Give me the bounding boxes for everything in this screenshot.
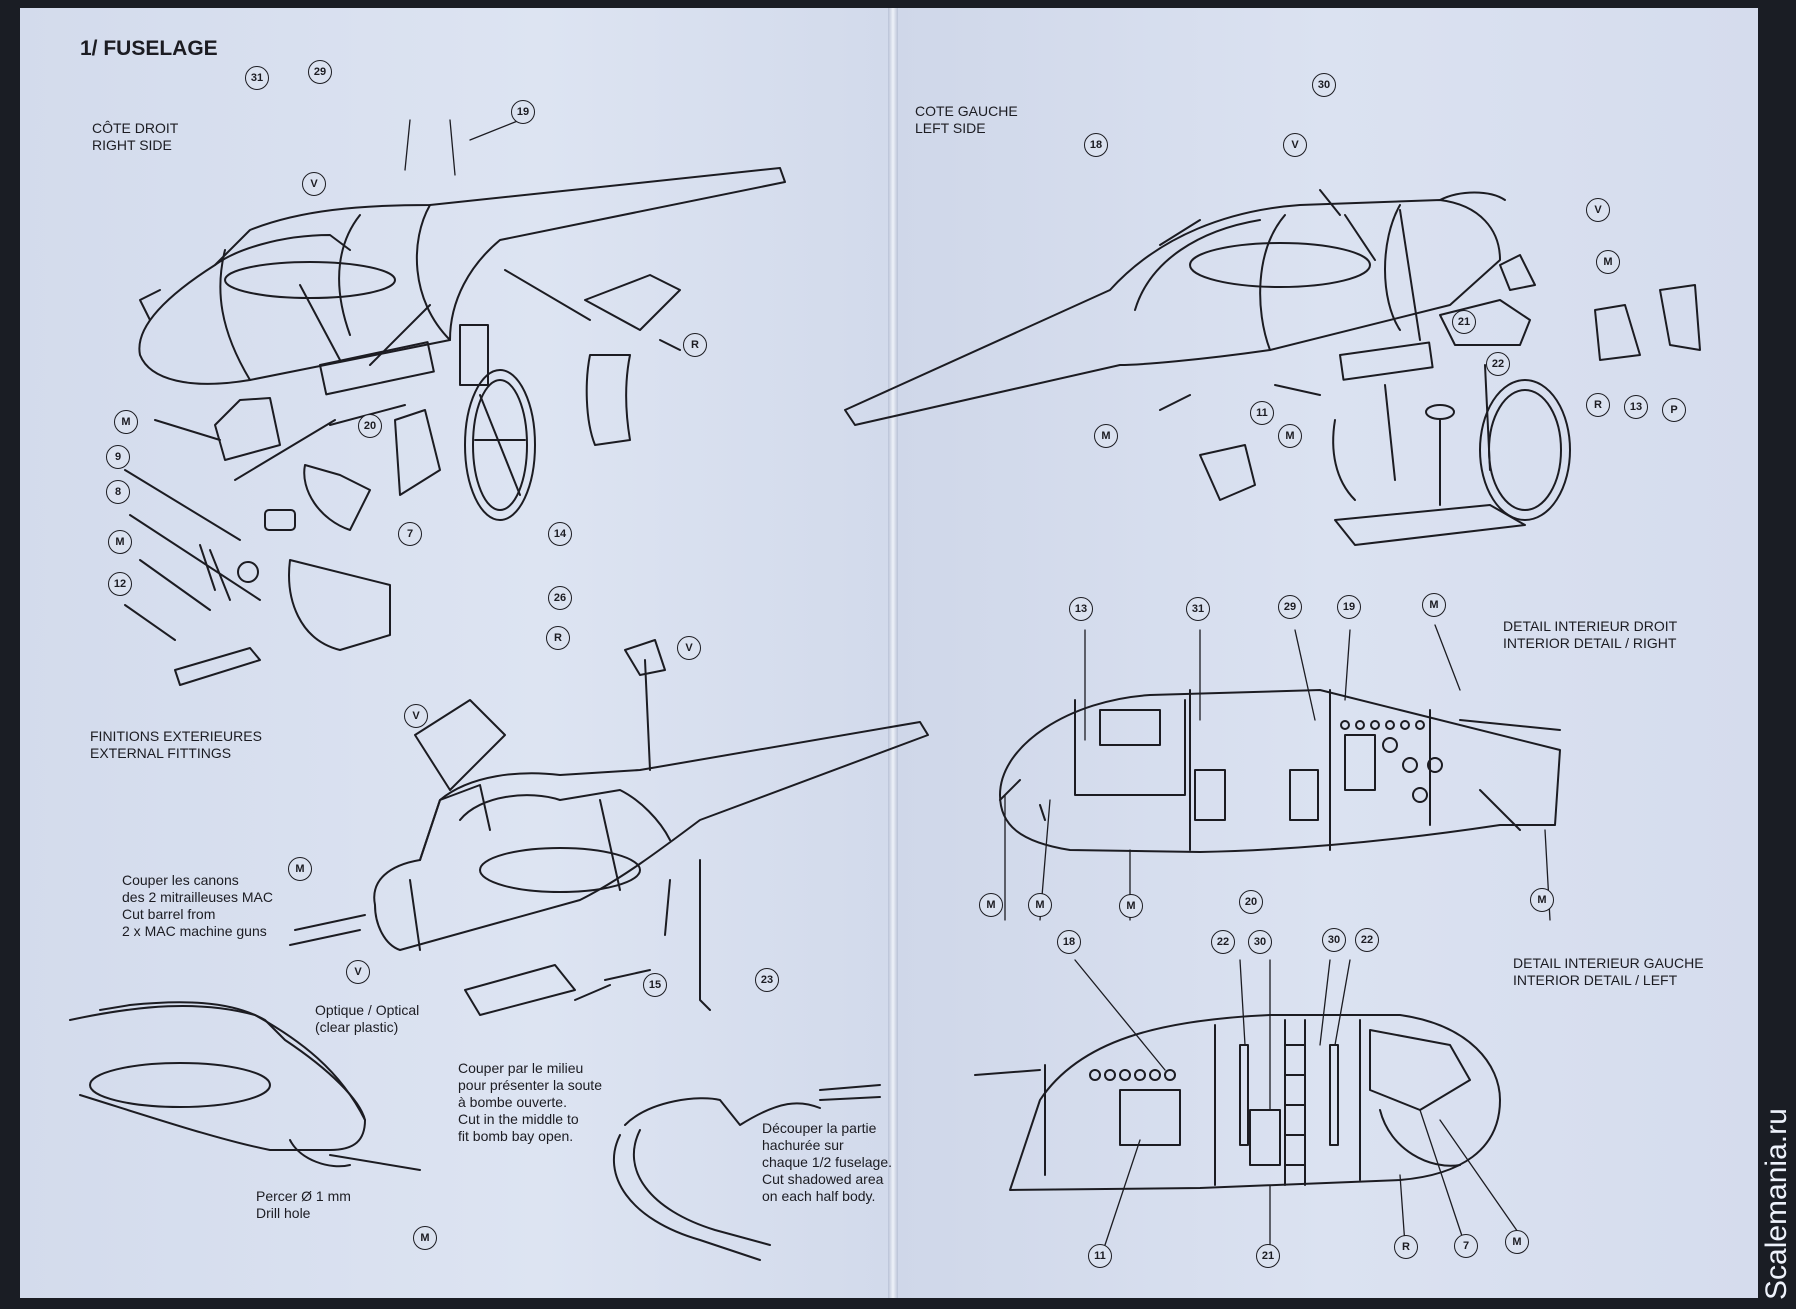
left-page (20, 8, 890, 1298)
part-callout: V (302, 172, 326, 196)
part-callout: 8 (106, 480, 130, 504)
part-callout: 14 (548, 522, 572, 546)
part-callout: 31 (1186, 597, 1210, 621)
part-callout: 21 (1452, 310, 1476, 334)
part-callout: 21 (1256, 1244, 1280, 1268)
cut-middle-note: Couper par le milieu pour présenter la s… (458, 1060, 602, 1144)
part-callout: 7 (1454, 1234, 1478, 1258)
part-callout: 30 (1322, 928, 1346, 952)
portholes (1089, 1069, 1176, 1081)
interior-right-drawing (999, 689, 1561, 853)
part-callout: R (683, 333, 707, 357)
part-callout: 13 (1624, 395, 1648, 419)
part-callout: R (1394, 1235, 1418, 1259)
interior-left-drawing (974, 1014, 1501, 1191)
part-callout: 20 (1239, 890, 1263, 914)
optical-note: Optique / Optical (clear plastic) (315, 1002, 420, 1035)
part-callout: 29 (1278, 595, 1302, 619)
leader-lines (404, 119, 1551, 1246)
cut-shadow-note: Découper la partie hachurée sur chaque 1… (762, 1120, 892, 1204)
left-side-label: COTE GAUCHE LEFT SIDE (915, 103, 1018, 136)
part-callout: 22 (1486, 352, 1510, 376)
part-callout: R (546, 626, 570, 650)
part-callout: 13 (1069, 597, 1093, 621)
part-callout: 9 (106, 445, 130, 469)
part-callout: R (1586, 393, 1610, 417)
part-callout: P (1662, 398, 1686, 422)
part-callout: 7 (398, 522, 422, 546)
part-callout: M (979, 893, 1003, 917)
part-callout: V (677, 636, 701, 660)
part-callout: V (346, 960, 370, 984)
fuselage-left-side-drawing (844, 189, 1701, 546)
part-callout: 18 (1084, 133, 1108, 157)
fuselage-external-drawing (289, 639, 929, 1016)
part-callout: M (1505, 1230, 1529, 1254)
external-fittings-label: FINITIONS EXTERIEURES EXTERNAL FITTINGS (90, 728, 262, 761)
part-callout: 11 (1088, 1244, 1112, 1268)
right-side-label: CÔTE DROIT RIGHT SIDE (92, 120, 179, 153)
instrument-dials (1340, 720, 1443, 803)
part-callout: M (114, 410, 138, 434)
part-callout: 22 (1211, 930, 1235, 954)
right-page (896, 8, 1758, 1298)
part-callout: 12 (108, 572, 132, 596)
part-callout: M (1422, 593, 1446, 617)
part-callout: M (1028, 893, 1052, 917)
cut-guns-note: Couper les canons des 2 mitrailleuses MA… (122, 872, 273, 939)
part-callout: 29 (308, 60, 332, 84)
part-callout: M (288, 857, 312, 881)
watermark: Scalemania.ru (1760, 1108, 1793, 1300)
part-callout: M (1530, 888, 1554, 912)
part-callout: M (413, 1226, 437, 1250)
part-callout: 11 (1250, 401, 1274, 425)
part-callout: V (1283, 133, 1307, 157)
part-callout: 15 (643, 973, 667, 997)
fuselage-right-side-drawing (124, 167, 786, 686)
bomb-bay-drawing (612, 1084, 881, 1261)
part-callout: 20 (358, 414, 382, 438)
part-callout: V (404, 704, 428, 728)
part-callout: M (1119, 894, 1143, 918)
part-callout: 30 (1248, 930, 1272, 954)
part-callout: 18 (1057, 930, 1081, 954)
section-title: 1/ FUSELAGE (80, 37, 218, 60)
part-callout: M (108, 530, 132, 554)
drill-note: Percer Ø 1 mm Drill hole (256, 1188, 351, 1221)
part-callout: 22 (1355, 928, 1379, 952)
interior-detail-left-label: DETAIL INTERIEUR GAUCHE INTERIOR DETAIL … (1513, 955, 1704, 988)
part-callout: 26 (548, 586, 572, 610)
part-callout: 19 (1337, 595, 1361, 619)
interior-detail-right-label: DETAIL INTERIEUR DROIT INTERIOR DETAIL /… (1503, 618, 1678, 651)
part-callout: M (1596, 250, 1620, 274)
part-callout: M (1278, 424, 1302, 448)
part-callout: 30 (1312, 73, 1336, 97)
fuselage-detail-drawing (69, 1001, 421, 1171)
part-callout: 31 (245, 66, 269, 90)
part-callout: 23 (755, 968, 779, 992)
page-fold (888, 8, 898, 1298)
part-callout: M (1094, 424, 1118, 448)
part-callout: 19 (511, 100, 535, 124)
part-callout: V (1586, 198, 1610, 222)
